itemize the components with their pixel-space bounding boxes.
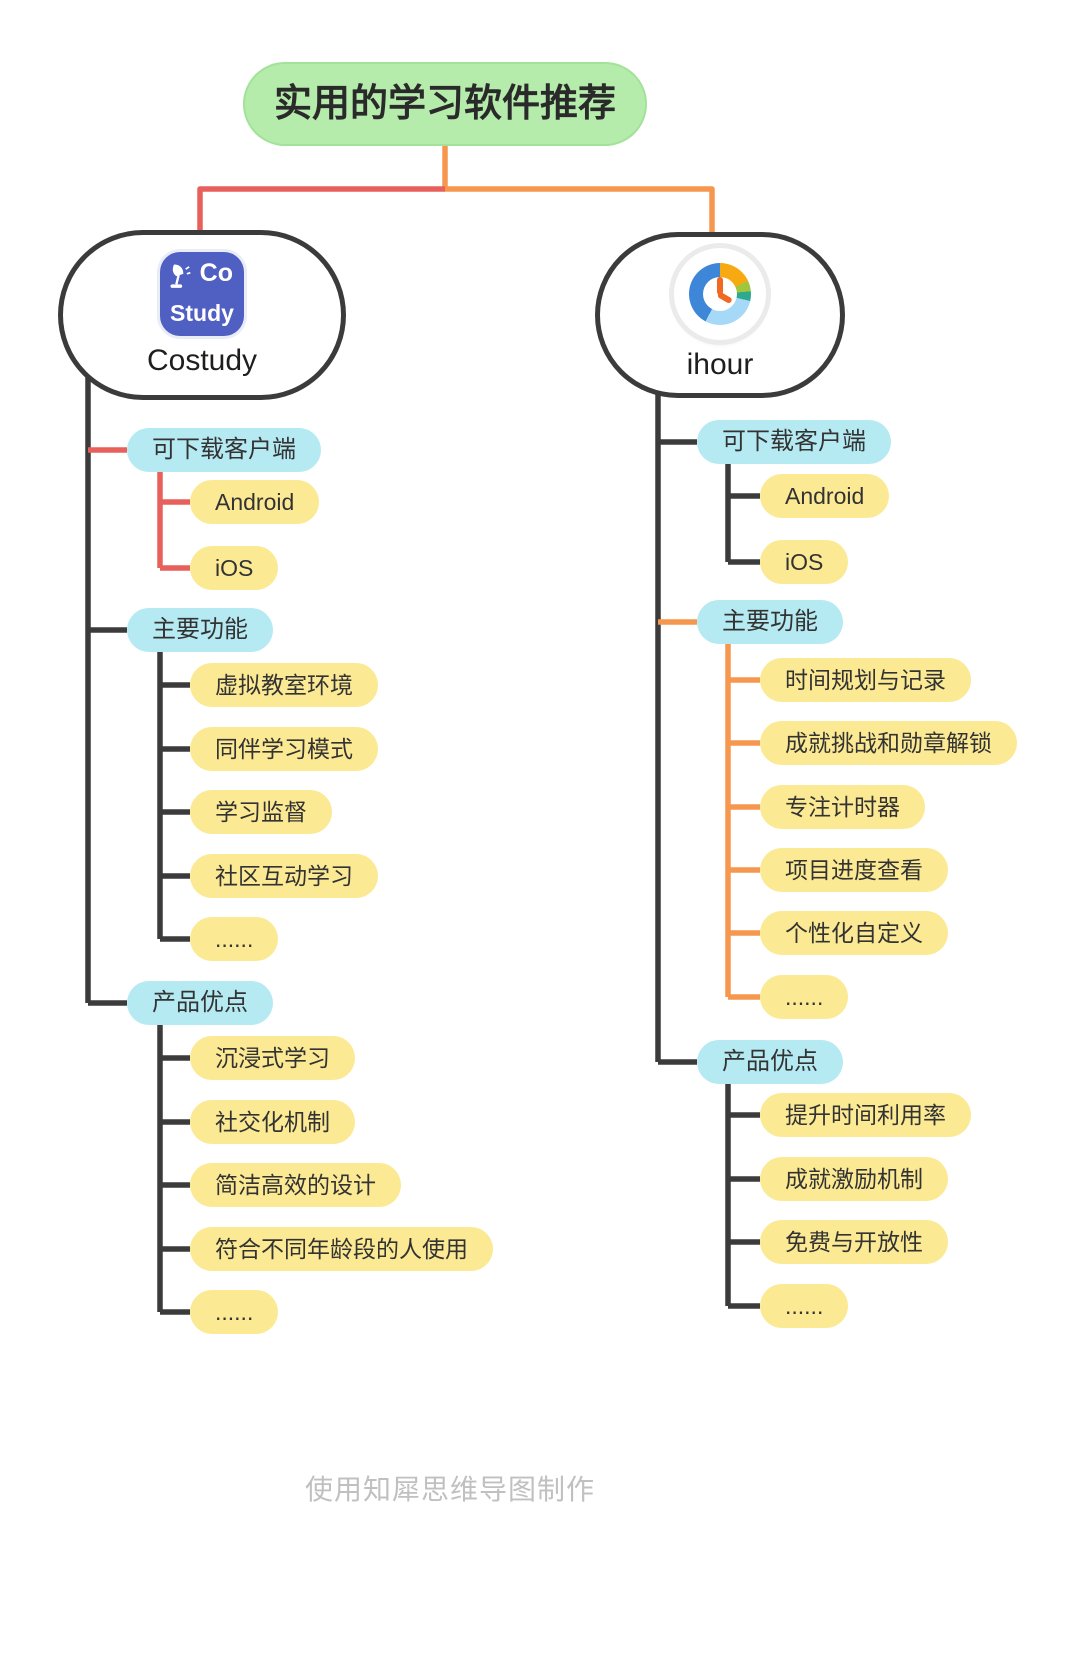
node-costudy-adv-clean-design: 简洁高效的设计 xyxy=(190,1163,401,1207)
clock-dial xyxy=(689,263,751,325)
costudy-icon-text-bottom: Study xyxy=(170,300,234,326)
node-ihour-feature-progress-view: 项目进度查看 xyxy=(760,848,948,892)
clock-hand-hour xyxy=(717,277,723,295)
root-topic: 实用的学习软件推荐 xyxy=(243,62,647,146)
node-costudy-feature-community: 社区互动学习 xyxy=(190,854,378,898)
node-costudy-adv-immersive: 沉浸式学习 xyxy=(190,1036,355,1080)
costudy-node: Co Study Costudy xyxy=(58,230,346,400)
lamp-icon xyxy=(170,264,191,288)
ihour-clock-icon xyxy=(674,248,766,340)
node-ihour-feature-more: ...... xyxy=(760,975,849,1019)
node-costudy-adv-social: 社交化机制 xyxy=(190,1100,355,1144)
node-ihour-feature-focus-timer: 专注计时器 xyxy=(760,785,925,829)
node-costudy-adv-more: ...... xyxy=(190,1290,279,1334)
connector-ihour-advantages xyxy=(658,1059,760,1309)
costudy-label: Costudy xyxy=(146,344,258,377)
node-ihour-android: Android xyxy=(760,474,890,518)
node-ihour-advantages: 产品优点 xyxy=(697,1040,843,1084)
costudy-icon-text-top: Co xyxy=(199,259,233,287)
node-ihour-adv-time-utilization: 提升时间利用率 xyxy=(760,1093,971,1137)
connector-costudy-features xyxy=(88,627,190,942)
node-ihour-feature-time-planning: 时间规划与记录 xyxy=(760,658,971,702)
node-costudy-downloads: 可下载客户端 xyxy=(127,428,321,472)
node-ihour-downloads: 可下载客户端 xyxy=(697,420,891,464)
node-costudy-android: Android xyxy=(190,480,320,524)
node-costudy-feature-supervision: 学习监督 xyxy=(190,790,332,834)
costudy-app-icon: Co Study xyxy=(160,252,244,336)
node-ihour-feature-customization: 个性化自定义 xyxy=(760,911,948,955)
node-ihour-adv-free-open: 免费与开放性 xyxy=(760,1220,948,1264)
connector-root-to-ihour xyxy=(442,146,715,235)
connector-costudy-advantages xyxy=(88,1000,190,1315)
watermark-text: 使用知犀思维导图制作 xyxy=(304,1474,595,1505)
node-ihour-adv-more: ...... xyxy=(760,1284,849,1328)
node-ihour-ios: iOS xyxy=(760,540,849,584)
connector-costudy-downloads xyxy=(88,447,190,571)
node-costudy-features: 主要功能 xyxy=(127,608,273,652)
node-ihour-features: 主要功能 xyxy=(697,600,843,644)
node-ihour-feature-achievements: 成就挑战和勋章解锁 xyxy=(760,721,1017,765)
clock-hand-minute xyxy=(716,291,733,305)
node-costudy-feature-more: ...... xyxy=(190,917,279,961)
connector-ihour-features xyxy=(658,619,760,1000)
node-costudy-feature-virtual-classroom: 虚拟教室环境 xyxy=(190,663,378,707)
node-ihour-adv-incentive: 成就激励机制 xyxy=(760,1157,948,1201)
connector-root-to-costudy xyxy=(197,186,445,235)
connector-ihour-downloads xyxy=(658,439,760,565)
ihour-node: ihour xyxy=(595,232,845,398)
node-costudy-feature-peer-study: 同伴学习模式 xyxy=(190,727,378,771)
node-costudy-advantages: 产品优点 xyxy=(127,981,273,1025)
node-costudy-adv-all-ages: 符合不同年龄段的人使用 xyxy=(190,1227,493,1271)
ihour-label: ihour xyxy=(686,348,754,381)
node-costudy-ios: iOS xyxy=(190,546,279,590)
clock-face xyxy=(703,277,737,311)
